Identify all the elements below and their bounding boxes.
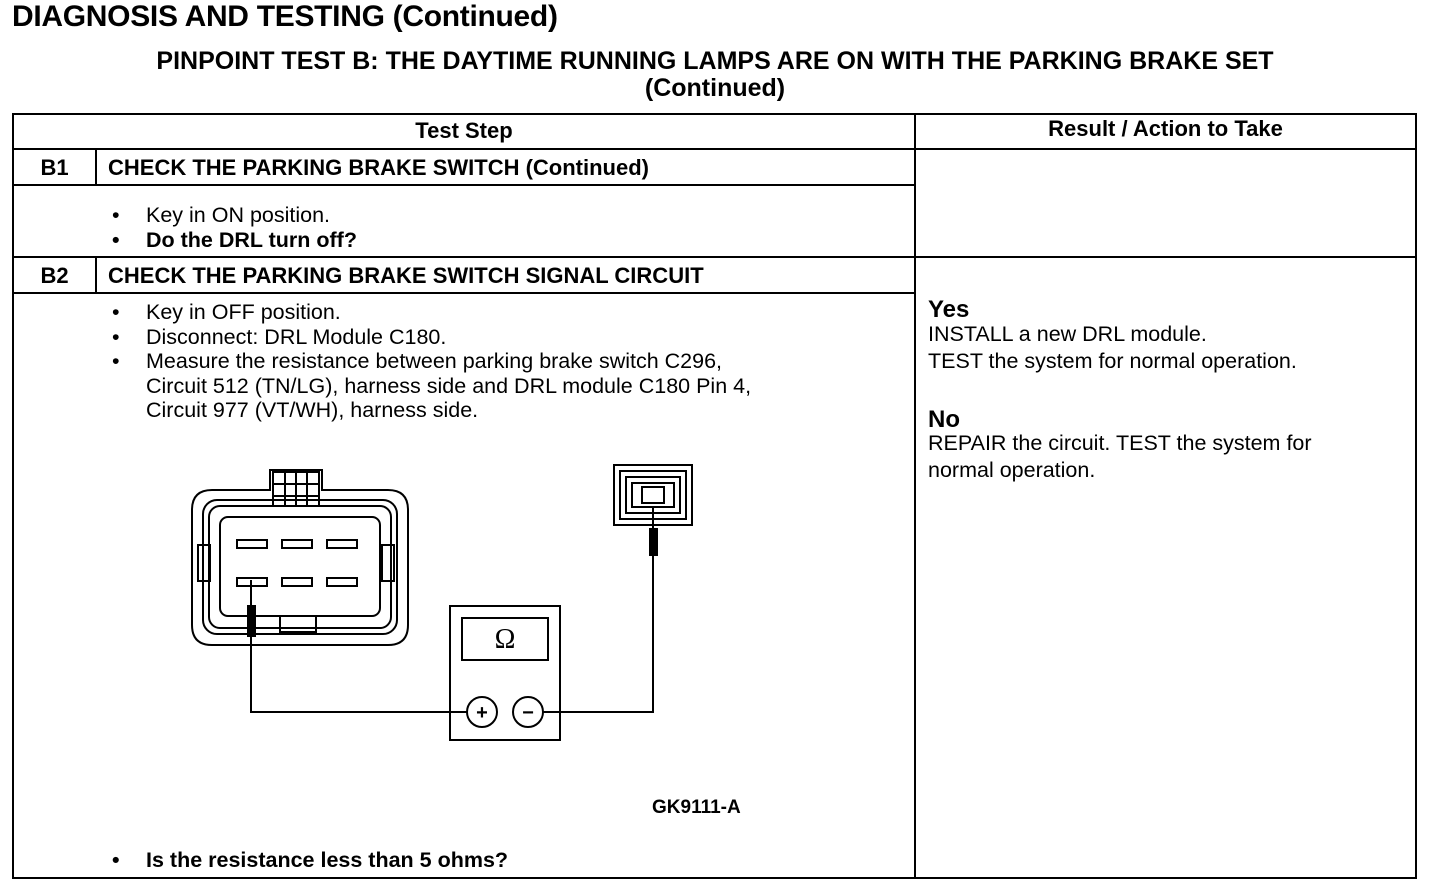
list-item: Key in OFF position. bbox=[108, 300, 751, 325]
result-no-text: REPAIR the circuit. TEST the system for … bbox=[928, 431, 1312, 482]
step-title-b2: CHECK THE PARKING BRAKE SWITCH SIGNAL CI… bbox=[108, 263, 704, 288]
step-b1-bullets: Key in ON position. Do the DRL turn off? bbox=[108, 203, 357, 252]
step-id-b2: B2 bbox=[40, 263, 69, 288]
positive-test-lead bbox=[250, 635, 467, 713]
negative-probe-tip bbox=[649, 528, 658, 556]
section-title: DIAGNOSIS AND TESTING (Continued) bbox=[12, 0, 558, 33]
list-item: Is the resistance less than 5 ohms? bbox=[108, 848, 508, 873]
test-title-line2: (Continued) bbox=[644, 74, 786, 102]
result-no-label: No bbox=[928, 406, 960, 433]
step-b2-bullets: Key in OFF position. Disconnect: DRL Mod… bbox=[108, 300, 751, 423]
step-b2-question: Is the resistance less than 5 ohms? bbox=[108, 848, 508, 873]
figure-code: GK9111-A bbox=[652, 797, 741, 818]
drl-module-connector bbox=[191, 469, 409, 646]
step-title-b1: CHECK THE PARKING BRAKE SWITCH (Continue… bbox=[108, 155, 649, 180]
column-header-test-step: Test Step bbox=[415, 118, 513, 143]
step-id-b1: B1 bbox=[40, 155, 69, 180]
result-yes-label: Yes bbox=[928, 296, 970, 323]
list-item: Do the DRL turn off? bbox=[108, 228, 357, 253]
test-title: PINPOINT TEST B: THE DAYTIME RUNNING LAM… bbox=[0, 48, 1430, 102]
column-header-result: Result / Action to Take bbox=[1048, 116, 1283, 141]
result-yes-text: INSTALL a new DRL module. TEST the syste… bbox=[928, 322, 1297, 373]
minus-symbol: − bbox=[522, 702, 534, 724]
negative-test-lead bbox=[543, 552, 654, 713]
list-item: Key in ON position. bbox=[108, 203, 357, 228]
plus-symbol: + bbox=[476, 702, 488, 724]
positive-probe-tip bbox=[247, 605, 256, 637]
test-title-line1: PINPOINT TEST B: THE DAYTIME RUNNING LAM… bbox=[156, 47, 1274, 75]
ohm-symbol: Ω bbox=[495, 624, 516, 655]
list-item: Measure the resistance between parking b… bbox=[108, 349, 751, 423]
list-item: Disconnect: DRL Module C180. bbox=[108, 325, 751, 350]
